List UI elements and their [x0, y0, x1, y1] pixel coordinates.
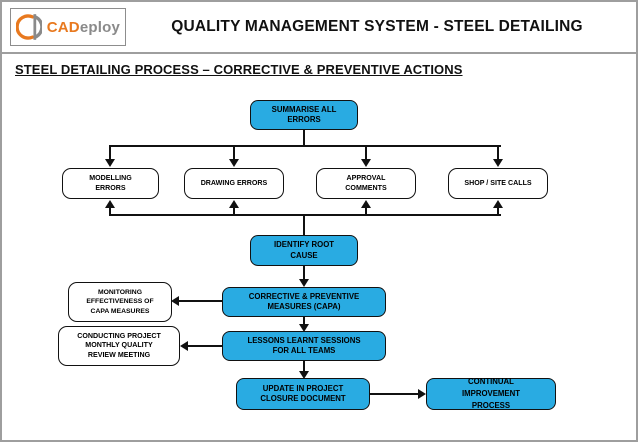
header-bar: CADeploy QUALITY MANAGEMENT SYSTEM - STE…: [2, 2, 636, 54]
arrowhead-down-icon: [105, 159, 115, 167]
connector-line: [109, 207, 111, 216]
node-approval-comments: APPROVAL COMMENTS: [316, 168, 416, 199]
page-title: QUALITY MANAGEMENT SYSTEM - STEEL DETAIL…: [171, 18, 583, 35]
arrowhead-down-icon: [361, 159, 371, 167]
node-shop-site-calls: SHOP / SITE CALLS: [448, 168, 548, 199]
connector-line: [233, 147, 235, 161]
connector-line: [303, 317, 305, 326]
node-summarise-errors: SUMMARISE ALL ERRORS: [250, 100, 358, 130]
arrowhead-down-icon: [299, 279, 309, 287]
arrowhead-right-icon: [418, 389, 426, 399]
connector-line: [303, 214, 305, 235]
arrowhead-down-icon: [229, 159, 239, 167]
cadeploy-logo-icon: [16, 14, 42, 40]
connector-line: [109, 214, 501, 216]
arrowhead-down-icon: [299, 371, 309, 379]
arrowhead-down-icon: [493, 159, 503, 167]
node-lessons-learnt: LESSONS LEARNT SESSIONS FOR ALL TEAMS: [222, 331, 386, 361]
connector-line: [365, 147, 367, 161]
node-modelling-errors: MODELLING ERRORS: [62, 168, 159, 199]
connector-line: [303, 266, 305, 281]
node-continual-improvement: CONTINUAL IMPROVEMENT PROCESS: [426, 377, 556, 410]
node-monitoring-effectiveness: MONITORING EFFECTIVENESS OF CAPA MEASURE…: [68, 282, 172, 322]
connector-line: [109, 145, 501, 147]
arrowhead-up-icon: [105, 200, 115, 208]
node-drawing-errors: DRAWING ERRORS: [184, 168, 284, 199]
connector-line: [303, 360, 305, 372]
connector-line: [497, 147, 499, 161]
node-capa-measures: CORRECTIVE & PREVENTIVE MEASURES (CAPA): [222, 287, 386, 317]
connector-line: [179, 300, 223, 302]
arrowhead-left-icon: [180, 341, 188, 351]
cadeploy-logo: CADeploy: [10, 8, 126, 46]
process-subtitle: STEEL DETAILING PROCESS – CORRECTIVE & P…: [15, 62, 463, 77]
brand-eploy: eploy: [79, 18, 120, 36]
arrowhead-left-icon: [171, 296, 179, 306]
connector-line: [188, 345, 222, 347]
brand-wordmark: CADeploy: [47, 19, 120, 36]
node-identify-root-cause: IDENTIFY ROOT CAUSE: [250, 235, 358, 266]
arrowhead-up-icon: [493, 200, 503, 208]
connector-line: [233, 207, 235, 216]
arrowhead-down-icon: [299, 324, 309, 332]
connector-line: [303, 130, 305, 145]
connector-line: [109, 147, 111, 161]
connector-line: [497, 207, 499, 216]
connector-line: [365, 207, 367, 216]
connector-line: [370, 393, 418, 395]
node-monthly-review: CONDUCTING PROJECT MONTHLY QUALITY REVIE…: [58, 326, 180, 366]
node-update-closure-doc: UPDATE IN PROJECT CLOSURE DOCUMENT: [236, 378, 370, 410]
brand-cad: CAD: [46, 18, 80, 36]
arrowhead-up-icon: [361, 200, 371, 208]
arrowhead-up-icon: [229, 200, 239, 208]
